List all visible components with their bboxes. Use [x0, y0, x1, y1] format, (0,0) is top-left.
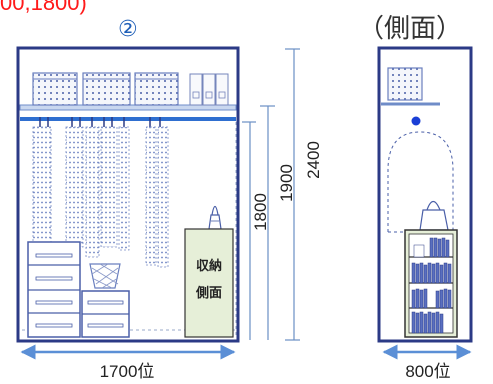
- side-clearance-arch: [387, 131, 454, 232]
- dimension-label-2400: 2400: [304, 141, 323, 179]
- top-red-label: 00,1800): [0, 0, 87, 15]
- dimension-1900: [260, 105, 275, 340]
- dimension-label-width-front: 1700位: [100, 362, 155, 381]
- dimension-label-1800: 1800: [251, 193, 270, 231]
- hanging-clothes-icon: [32, 117, 169, 268]
- file-box-icon: [189, 73, 229, 106]
- dimension-label-1900: 1900: [277, 164, 296, 202]
- side-view-label: （側面）: [358, 13, 462, 43]
- storage-cabinet-label-line1: 収納: [196, 258, 222, 273]
- handbag-icon: [208, 205, 222, 230]
- storage-cabinet-label-line2: 側面: [195, 285, 222, 300]
- upper-shelf: [19, 104, 237, 111]
- unit-number: ②: [118, 16, 138, 41]
- dimension-1800: [242, 121, 256, 340]
- storage-box-icon: [387, 67, 423, 101]
- dimension-label-width-side: 800位: [405, 362, 450, 381]
- storage-box-icon: [32, 72, 179, 106]
- bookshelf-icon: [404, 229, 458, 338]
- drawer-chest-icon: [27, 241, 130, 338]
- storage-cabinet: [184, 228, 234, 338]
- side-pole-dot: [411, 116, 421, 126]
- laundry-basket-icon: [89, 263, 121, 289]
- dimension-2400: [285, 48, 300, 341]
